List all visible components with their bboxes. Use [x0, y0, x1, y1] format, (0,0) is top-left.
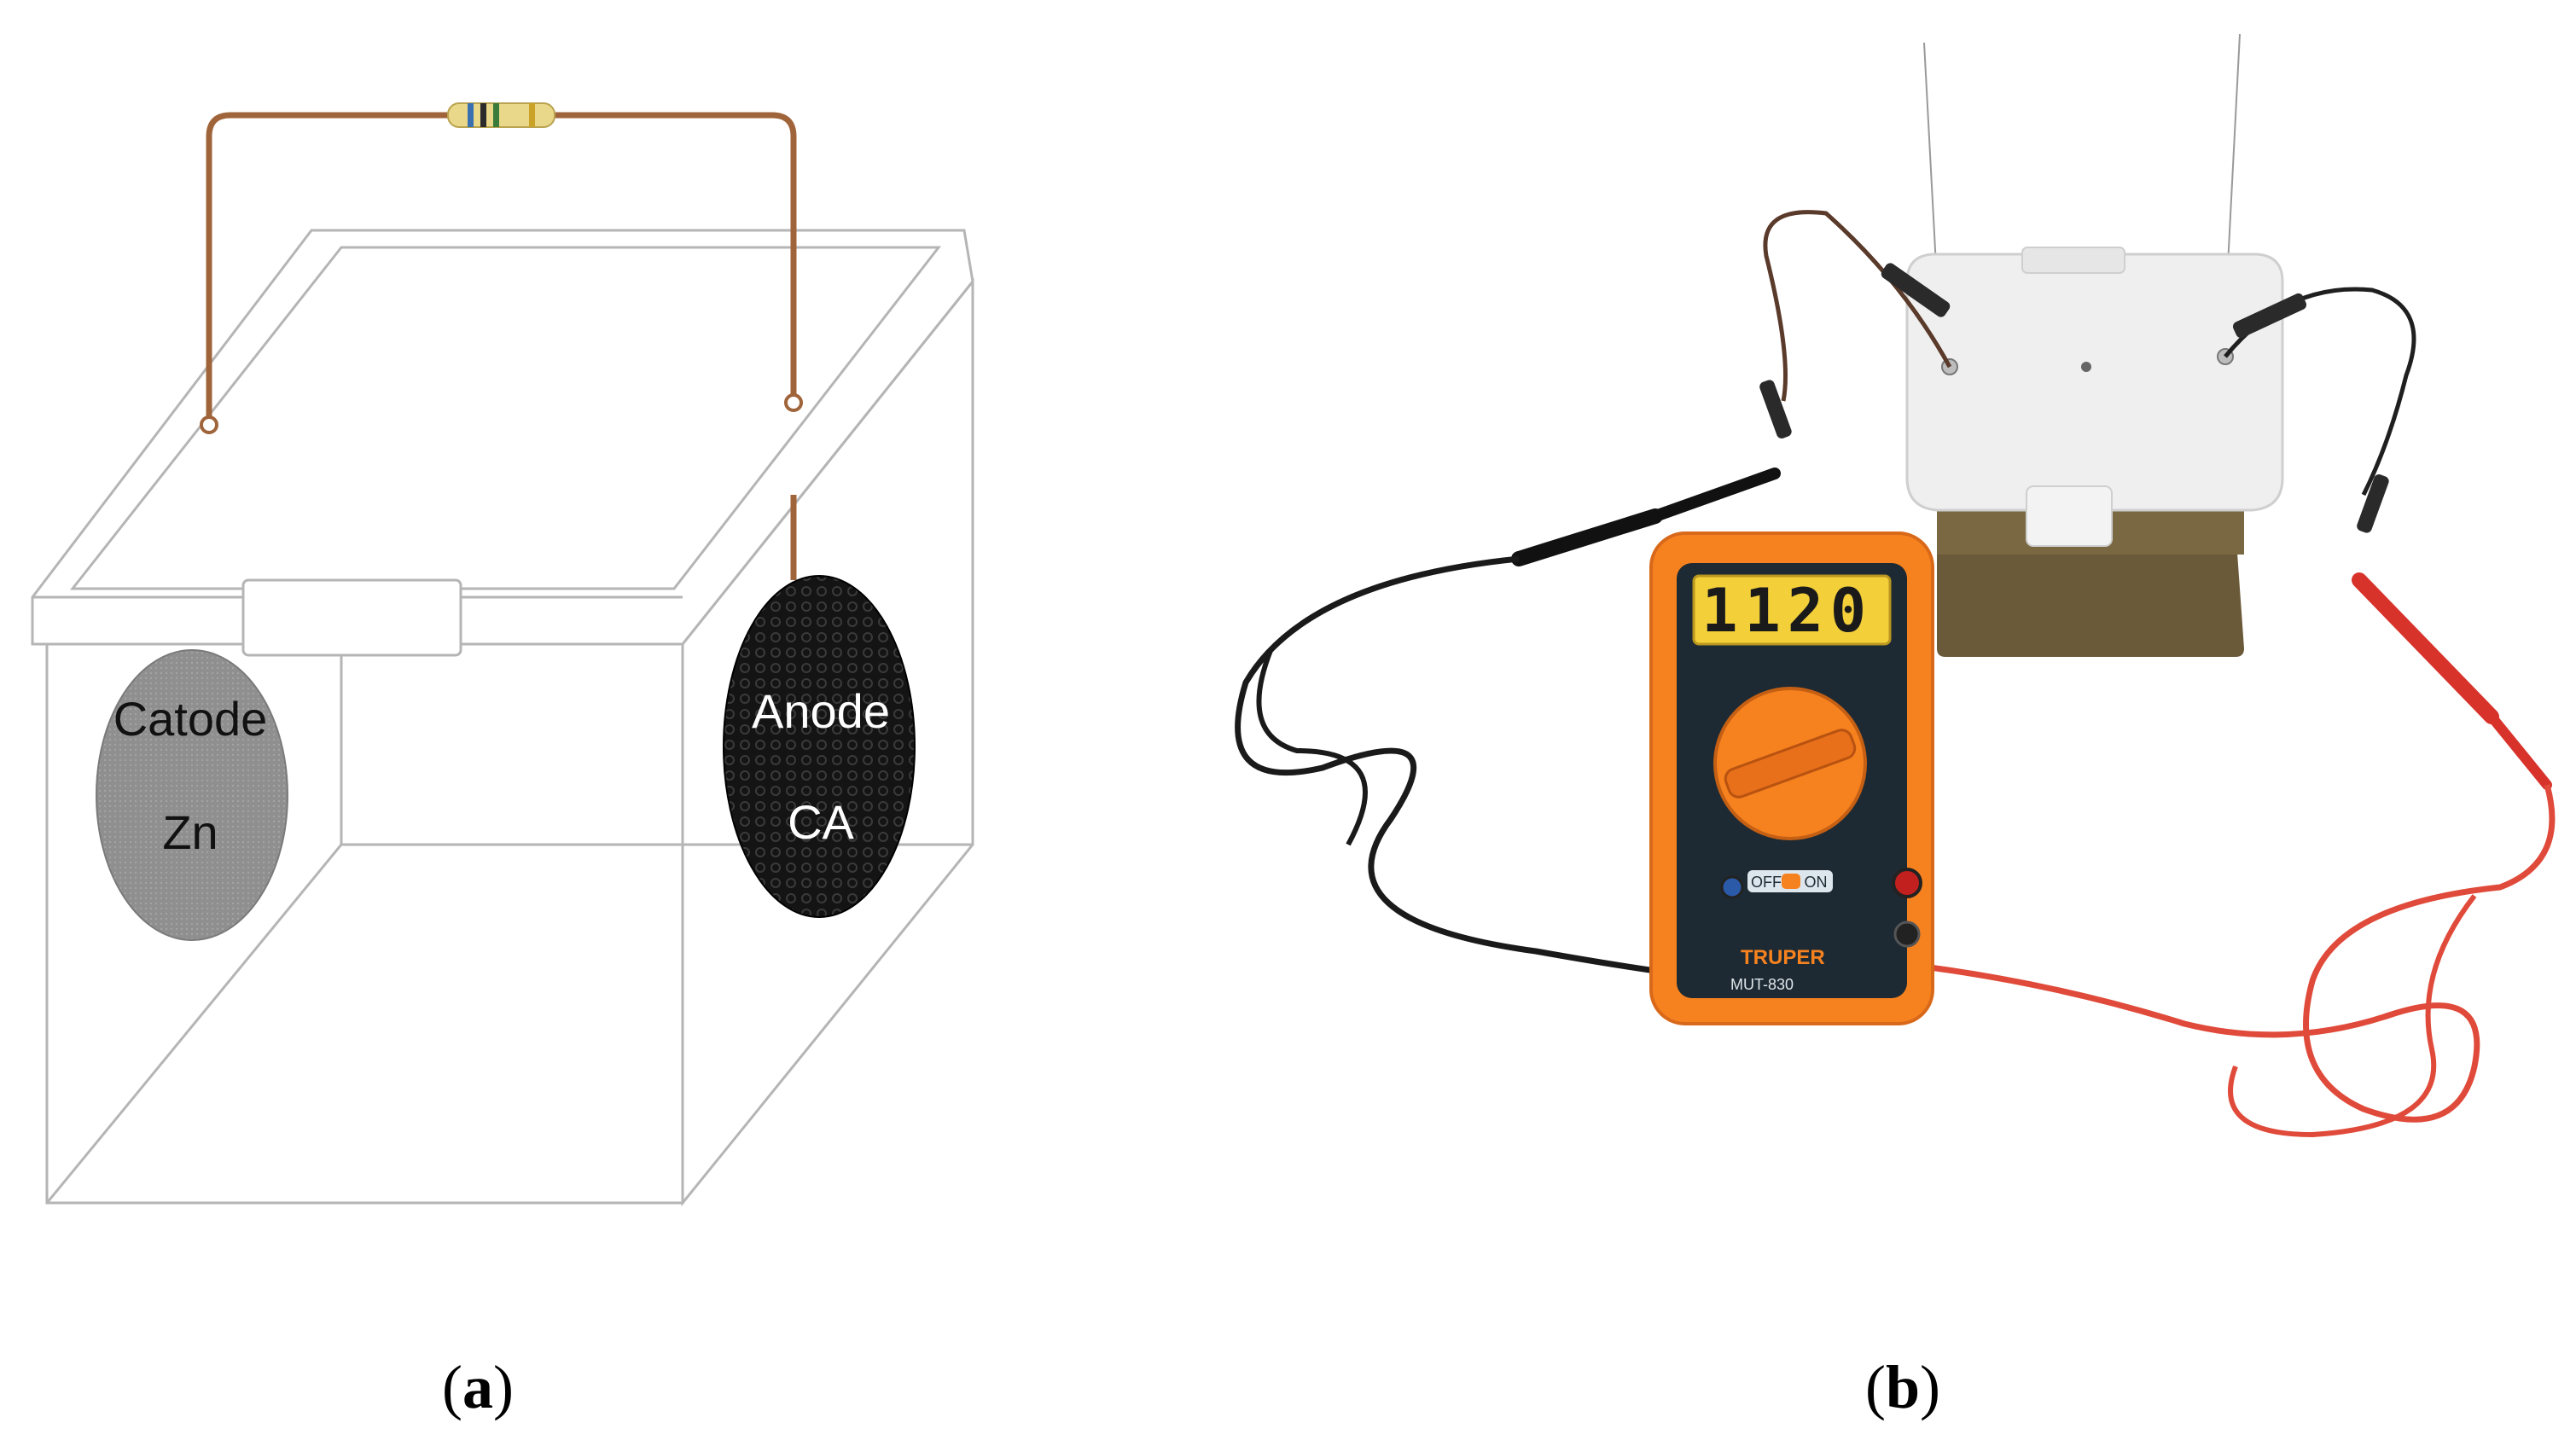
- label-a-letter: a: [462, 1353, 493, 1421]
- brand-label: TRUPER: [1741, 946, 1825, 969]
- container-box: [31, 229, 974, 1207]
- com-jack[interactable]: [1893, 921, 1921, 948]
- lcd-display: [1692, 574, 1892, 646]
- panel-label-a: (a): [350, 1352, 606, 1423]
- clip-wires: [1759, 210, 2416, 533]
- off-label: OFF: [1751, 874, 1782, 891]
- label-b-close: ): [1920, 1353, 1940, 1421]
- resistor: [447, 102, 555, 128]
- resistor-wire: [200, 112, 803, 580]
- schematic-diagram: Catode Zn Anode CA: [31, 102, 974, 1207]
- cathode-electrode: [96, 649, 288, 941]
- v-ohm-jack[interactable]: [1892, 868, 1922, 898]
- cell-container: [1905, 247, 2284, 657]
- label-b-letter: b: [1885, 1353, 1921, 1421]
- lcd-reading: 1120: [1701, 576, 1873, 646]
- label-b-open: (: [1864, 1353, 1886, 1421]
- panel-label-b: (b): [1775, 1352, 2031, 1423]
- anode-label-line1: Anode: [752, 684, 890, 738]
- positive-test-lead: [1902, 572, 2556, 1138]
- label-a-close: ): [493, 1353, 514, 1421]
- negative-test-lead: [1235, 468, 1781, 983]
- ua-jack[interactable]: [1720, 875, 1744, 899]
- anode-electrode: [723, 575, 916, 918]
- multimeter: 1120 OFF ON TRUPER MUT-830: [1649, 531, 1934, 1025]
- on-label: ON: [1805, 874, 1828, 891]
- model-label: MUT-830: [1730, 976, 1794, 993]
- cathode-label-line1: Catode: [113, 692, 268, 746]
- cathode-label-line2: Zn: [162, 805, 218, 859]
- label-a-open: (: [442, 1353, 462, 1421]
- photo-setup: 1120 OFF ON TRUPER MUT-830: [1235, 33, 2556, 1138]
- anode-label-line2: CA: [788, 795, 854, 849]
